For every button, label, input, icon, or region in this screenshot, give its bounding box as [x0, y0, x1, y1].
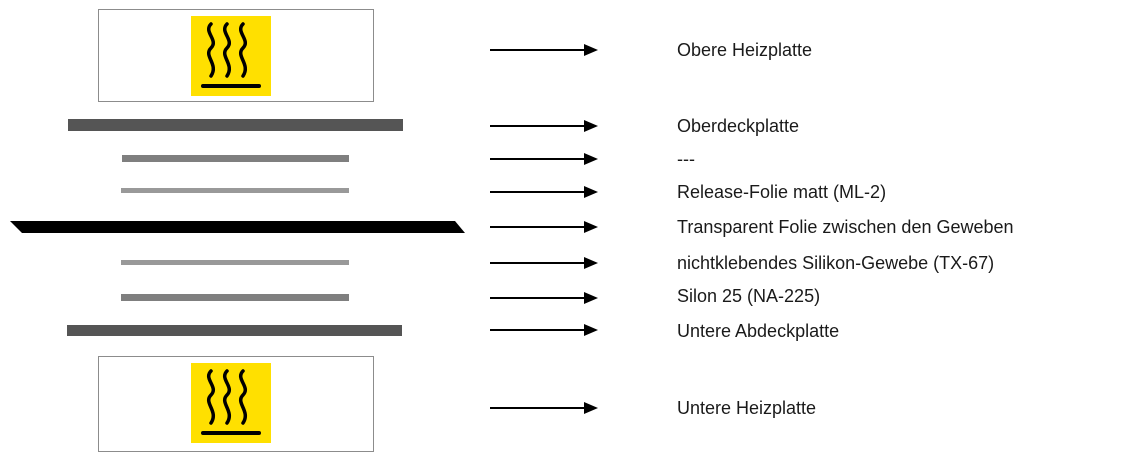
label-silicone-fabric: nichtklebendes Silikon-Gewebe (TX-67)	[677, 253, 995, 273]
arrow-right-icon	[490, 186, 598, 198]
layer-transparent-film	[10, 221, 465, 233]
label-lower-cover: Untere Abdeckplatte	[677, 321, 840, 341]
arrow-right-icon	[490, 324, 598, 336]
layer-unnamed	[122, 155, 349, 162]
layer-lower-cover	[67, 325, 402, 336]
label-upper-heating-plate: Obere Heizplatte	[677, 40, 813, 60]
layer-silicone-fabric	[121, 260, 349, 265]
arrow-right-icon	[490, 221, 598, 233]
upper-heating-plate	[98, 9, 374, 102]
hot-surface-warning-icon	[191, 16, 271, 96]
label-upper-cover: Oberdeckplatte	[677, 116, 800, 136]
arrow-right-icon	[490, 402, 598, 414]
arrow-right-icon	[490, 257, 598, 269]
layer-silon	[121, 294, 349, 301]
label-lower-heating-plate: Untere Heizplatte	[677, 398, 817, 418]
arrow-right-icon	[490, 44, 598, 56]
arrow-right-icon	[490, 292, 598, 304]
layer-release-film	[121, 188, 349, 193]
label-unnamed-layer: ---	[677, 149, 695, 169]
label-silon: Silon 25 (NA-225)	[677, 286, 821, 306]
label-release-film: Release-Folie matt (ML-2)	[677, 182, 887, 202]
hot-surface-warning-icon	[191, 363, 271, 443]
arrow-right-icon	[490, 120, 598, 132]
layer-upper-cover	[68, 119, 403, 131]
label-transparent-film: Transparent Folie zwischen den Geweben	[677, 217, 1014, 237]
lower-heating-plate	[98, 356, 374, 452]
arrow-right-icon	[490, 153, 598, 165]
